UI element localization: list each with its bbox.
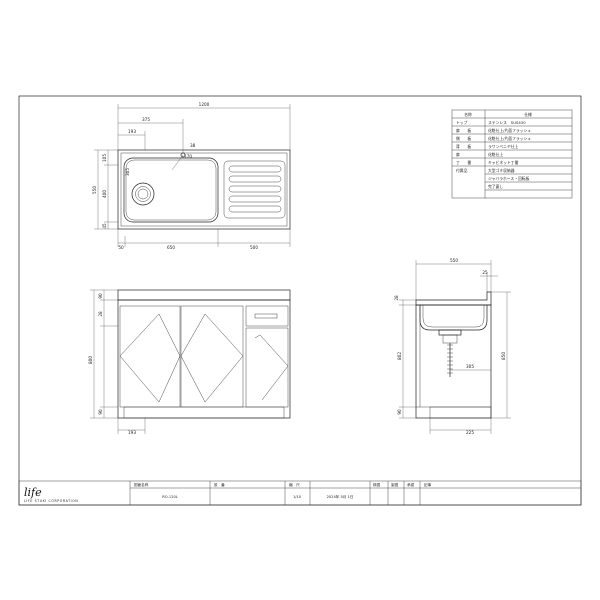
company-name: LIFE STUKI CORPORATION (24, 499, 78, 503)
cabinet-door-left[interactable] (119, 305, 181, 408)
dim-front-height: 800 (88, 356, 93, 364)
scale-value: 1/10 (293, 495, 302, 499)
drawing-name-label: 図面名称 (134, 482, 149, 487)
spec-row-spec: 完了裏し (488, 184, 503, 189)
spec-row-name: 側 板 (456, 136, 471, 141)
dim-bowl-width: 650 (167, 245, 175, 250)
sink-bowl-section (419, 305, 488, 331)
top-view: 1200 375 193 38 170 550 105 400 45 305 5… (92, 102, 291, 250)
drainboard-rib (228, 165, 282, 173)
title-block: life LIFE STUKI CORPORATION 図面名称 RO-120L… (18, 480, 582, 506)
drainboard-rib (228, 175, 282, 183)
spec-row-name: 丁 番 (456, 160, 471, 165)
dim-side-top-thickness: 28 (394, 295, 399, 301)
drain-hose-icon (447, 344, 453, 374)
spec-row-name: トップ (456, 120, 468, 125)
dim-overall-width: 1200 (199, 102, 210, 107)
spec-row-spec: ジャバラホース・回転板 (488, 176, 530, 181)
dim-front-margin: 105 (102, 154, 107, 162)
side-view: 305 550 25 28 802 90 850 225 (394, 258, 511, 435)
spec-row-name: 扉 板 (456, 128, 471, 133)
cabinet-door-right[interactable] (245, 327, 289, 408)
drawer[interactable] (245, 305, 289, 327)
dim-base-depth: 225 (466, 430, 474, 435)
dim-overall-height: 850 (501, 352, 506, 360)
dim-bowl-offset: 193 (128, 129, 136, 134)
drawing-date: 2024年 5月 1日 (327, 494, 354, 499)
dim-bowl-depth: 400 (102, 190, 107, 198)
spec-header-spec: 仕様 (524, 112, 532, 117)
drawer-handle[interactable] (254, 313, 278, 319)
dim-faucet-offset: 375 (142, 117, 150, 122)
spec-row-name: 付属品 (456, 168, 468, 173)
dim-side-plinth: 90 (397, 409, 402, 415)
dim-rear-margin: 45 (102, 223, 107, 229)
dim-top-thickness: 90 (98, 293, 103, 299)
spec-row-spec: 大型ゴミ収納器 (488, 168, 515, 173)
company-logo: life (24, 486, 42, 499)
checked-label: 検図 (373, 482, 381, 487)
dim-side-depth: 550 (450, 258, 458, 263)
front-view: 800 90 28 90 193 (88, 289, 291, 435)
drainboard-rib (228, 185, 282, 193)
approve-label: 承認 (407, 482, 415, 487)
spec-header-name: 名称 (464, 112, 472, 117)
scale-label: 縮 尺 (289, 482, 300, 487)
dim-depth: 550 (92, 186, 97, 194)
dim-bottom-offset: 193 (128, 430, 136, 435)
dim-drain-depth: 305 (466, 364, 474, 369)
dim-drain-offset: 305 (125, 168, 130, 176)
dim-drawer-gap: 28 (98, 311, 103, 317)
dim-faucet-hole: 38 (190, 143, 196, 148)
spec-row-spec: 化粧仕上/片面フラッシュ (488, 136, 531, 141)
spec-row-spec: ラワンベニヤ仕上 (488, 144, 519, 149)
drawing-name: RO-120L (162, 495, 178, 499)
spec-row-spec: 化粧仕上/片面フラッシュ (488, 128, 531, 133)
spec-row-spec: 化粧仕上 (488, 152, 503, 157)
remarks-label: 記事 (424, 482, 432, 487)
spec-row-spec: ステンレス SUS430 (488, 120, 526, 125)
dim-left-margin: 50 (118, 245, 124, 250)
drainboard-rib (228, 205, 282, 213)
dim-front-plinth: 90 (98, 409, 103, 415)
cabinet-door-center[interactable] (180, 305, 244, 408)
sink-bowl (123, 157, 219, 223)
design-label: 設 番 (214, 482, 225, 487)
spec-row-name: 扉 (456, 152, 460, 157)
drain-fitting-icon (438, 329, 462, 336)
spec-table: 名称 仕様 トップ ステンレス SUS430 扉 板 化粧仕上/片面フラッシュ … (451, 109, 573, 199)
drawn-label: 製図 (391, 482, 399, 487)
spec-row-name: 背 板 (456, 144, 471, 149)
dim-drainboard-width: 500 (250, 245, 258, 250)
dim-cabinet-height: 802 (397, 352, 402, 360)
spec-row-spec: キャビネット丁番 (488, 160, 519, 165)
drainboard-rib (228, 195, 282, 203)
dim-faucet-radius: 170 (184, 154, 192, 159)
dim-back-lip: 25 (482, 270, 488, 275)
drain-icon (131, 182, 155, 206)
